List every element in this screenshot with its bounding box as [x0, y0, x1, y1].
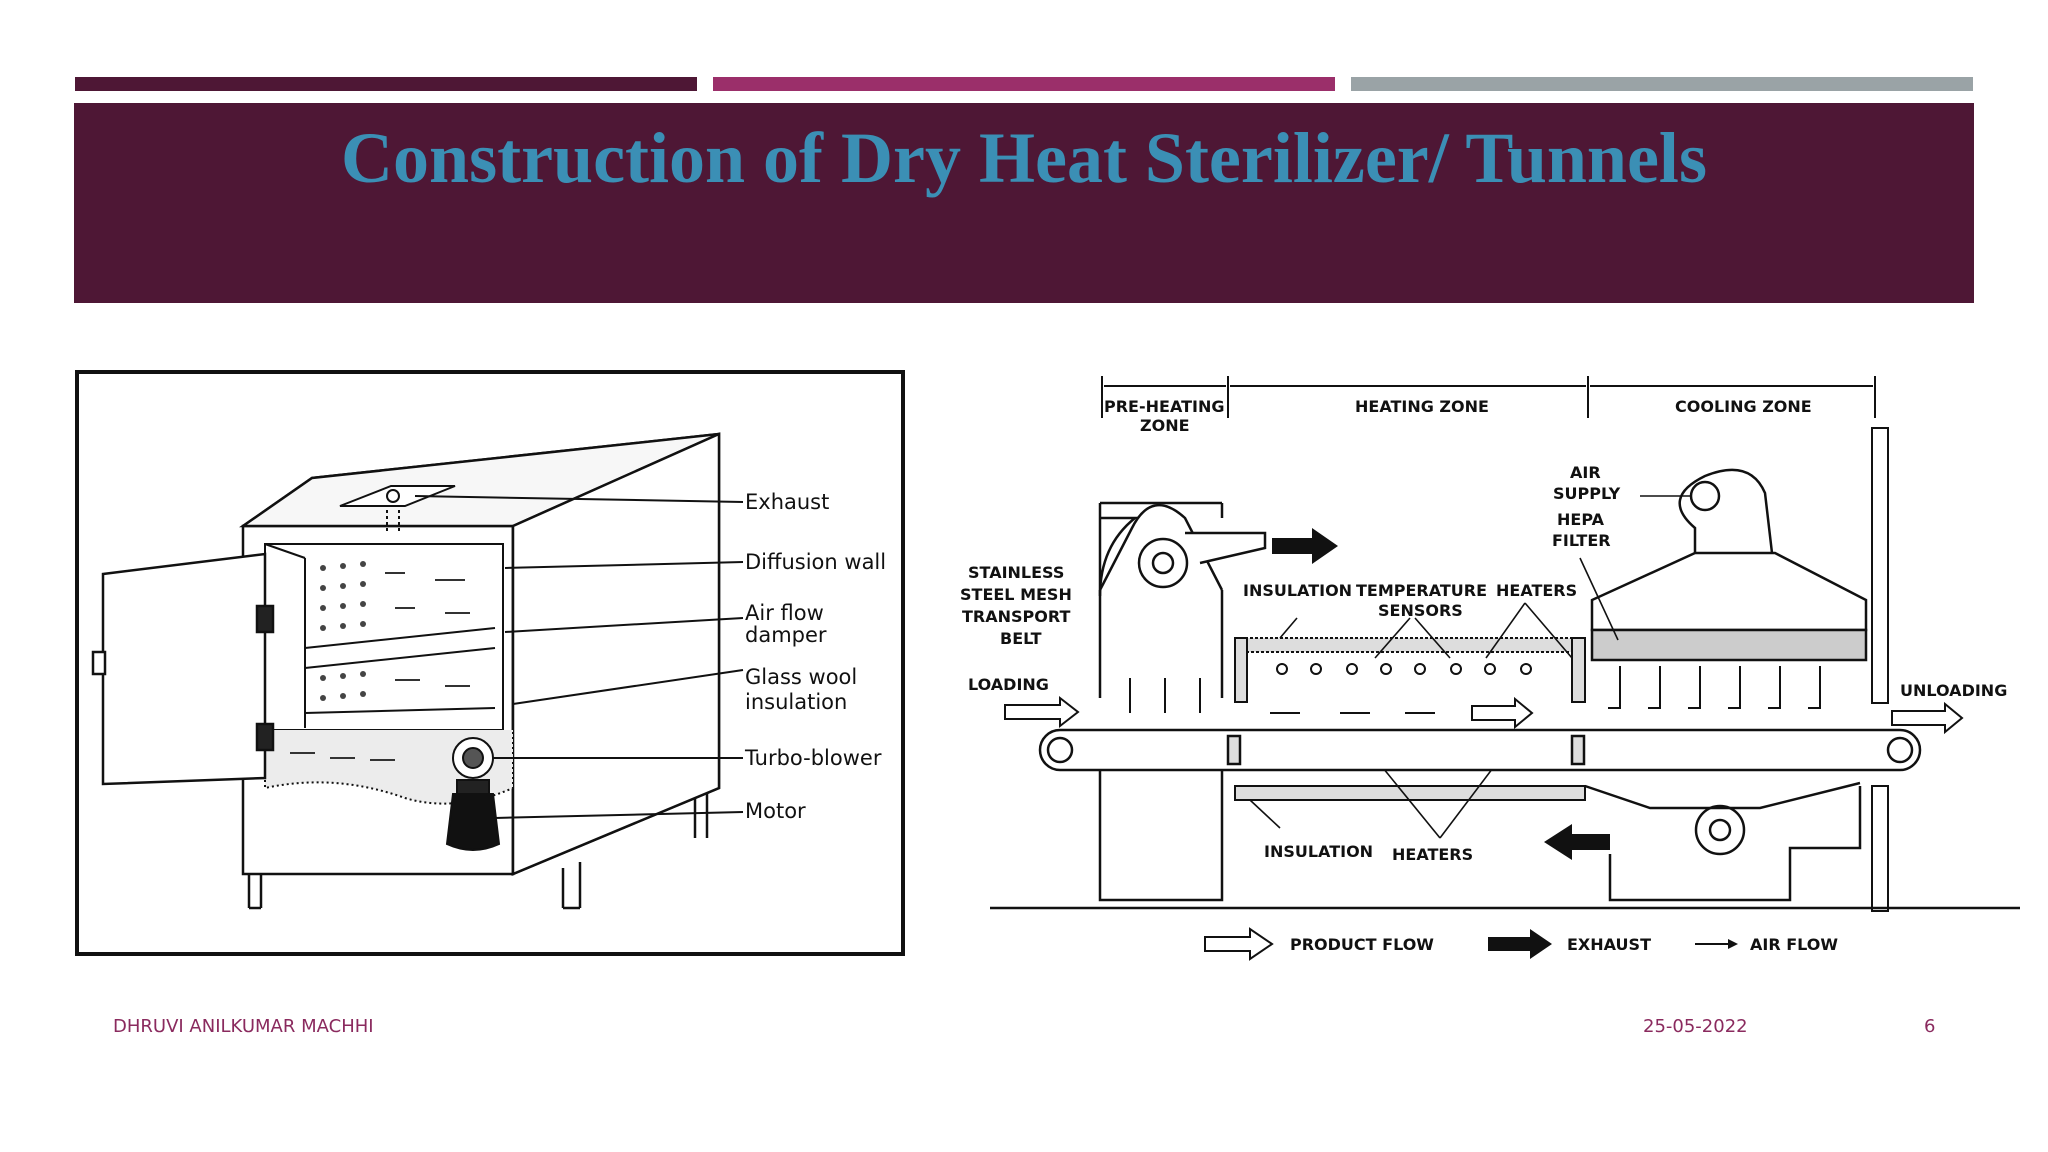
- diffusion-wall-holes: [320, 561, 366, 701]
- footer-page-number: 6: [1924, 1016, 1936, 1037]
- preheat-zone-label-1: PRE-HEATING: [1104, 397, 1224, 416]
- legend-product-flow-label: PRODUCT FLOW: [1290, 935, 1434, 954]
- legend-exhaust-icon: [1488, 929, 1552, 959]
- air-supply-label-1: AIR: [1570, 463, 1601, 482]
- exhaust-arrow-top: [1272, 528, 1338, 564]
- legend-product-flow-icon: [1204, 927, 1274, 961]
- hepa-filter-label-1: HEPA: [1557, 510, 1605, 529]
- temperature-sensors-label-2: SENSORS: [1378, 601, 1463, 620]
- sensor-leader-lines: [1249, 602, 1573, 839]
- air-flow-arrows: [1129, 666, 1821, 714]
- air-flow-damper-label-2: damper: [745, 623, 827, 647]
- belt-label-1: STAINLESS: [968, 563, 1064, 582]
- tunnel-legend: PRODUCT FLOW EXHAUST AIR FLOW: [1204, 927, 1838, 961]
- zone-dimension-lines: [1101, 376, 1876, 418]
- preheat-blower: [1098, 501, 1267, 698]
- preheat-zone-label-2: ZONE: [1140, 416, 1190, 435]
- turbo-blower-label: Turbo-blower: [744, 746, 882, 770]
- accent-bar-grey: [1351, 77, 1973, 91]
- hepa-filter-label-2: FILTER: [1552, 531, 1611, 550]
- legend-air-flow-label: AIR FLOW: [1750, 935, 1838, 954]
- heaters-top-label: HEATERS: [1496, 581, 1577, 600]
- belt-label-4: BELT: [1000, 629, 1042, 648]
- legend-exhaust-label: EXHAUST: [1567, 935, 1651, 954]
- insulation-top-label: INSULATION: [1243, 581, 1352, 600]
- exhaust-arrow-bottom: [1544, 824, 1610, 860]
- footer-author: DHRUVI ANILKUMAR MACHHI: [113, 1016, 374, 1037]
- oven-door: [91, 552, 275, 786]
- heating-zone-label: HEATING ZONE: [1355, 397, 1489, 416]
- accent-bar-dark: [75, 77, 697, 91]
- air-supply-label-2: SUPPLY: [1553, 484, 1621, 503]
- product-flow-arrows: [1004, 695, 1964, 735]
- glass-wool-label-2: insulation: [745, 690, 847, 714]
- footer-date: 25-05-2022: [1643, 1016, 1748, 1037]
- bottom-housing: [990, 770, 2020, 910]
- unloading-label: UNLOADING: [1900, 681, 2007, 700]
- air-flow-damper-label-1: Air flow: [745, 601, 824, 625]
- transport-belt: [1038, 728, 1922, 772]
- oven-chamber: [264, 543, 514, 805]
- heating-insulation-top: [1234, 637, 1586, 653]
- cooling-zone-label: COOLING ZONE: [1675, 397, 1812, 416]
- tunnel-diagram: PRE-HEATING ZONE HEATING ZONE COOLING ZO…: [960, 376, 2020, 961]
- exhaust-vent: [339, 485, 456, 533]
- chamber-airflow-arrows: [290, 572, 470, 761]
- belt-label-3: TRANSPORT: [962, 607, 1070, 626]
- turbo-blower-and-motor: [445, 737, 501, 851]
- heating-insulation-bottom: [1234, 785, 1586, 801]
- belt-label-2: STEEL MESH: [960, 585, 1072, 604]
- exhaust-label: Exhaust: [745, 490, 829, 514]
- leader-lines: [414, 495, 744, 819]
- loading-label: LOADING: [968, 675, 1049, 694]
- oven-labels: Exhaust Diffusion wall Air flow damper G…: [744, 490, 886, 823]
- unloading-wall: [1871, 427, 1889, 704]
- insulation-bottom-label: INSULATION: [1264, 842, 1373, 861]
- glass-wool-label-1: Glass wool: [745, 665, 857, 689]
- diffusion-wall-label: Diffusion wall: [745, 550, 886, 574]
- slide-title: Construction of Dry Heat Sterilizer/ Tun…: [341, 118, 1707, 198]
- motor-label: Motor: [745, 799, 806, 823]
- temperature-sensors-label-1: TEMPERATURE: [1356, 581, 1487, 600]
- heaters-bottom-label: HEATERS: [1392, 845, 1473, 864]
- oven-diagram: Exhaust Diffusion wall Air flow damper G…: [75, 370, 905, 956]
- title-banner: Construction of Dry Heat Sterilizer/ Tun…: [74, 103, 1974, 303]
- accent-bar-magenta: [713, 77, 1335, 91]
- cooling-hood: [1590, 468, 1868, 662]
